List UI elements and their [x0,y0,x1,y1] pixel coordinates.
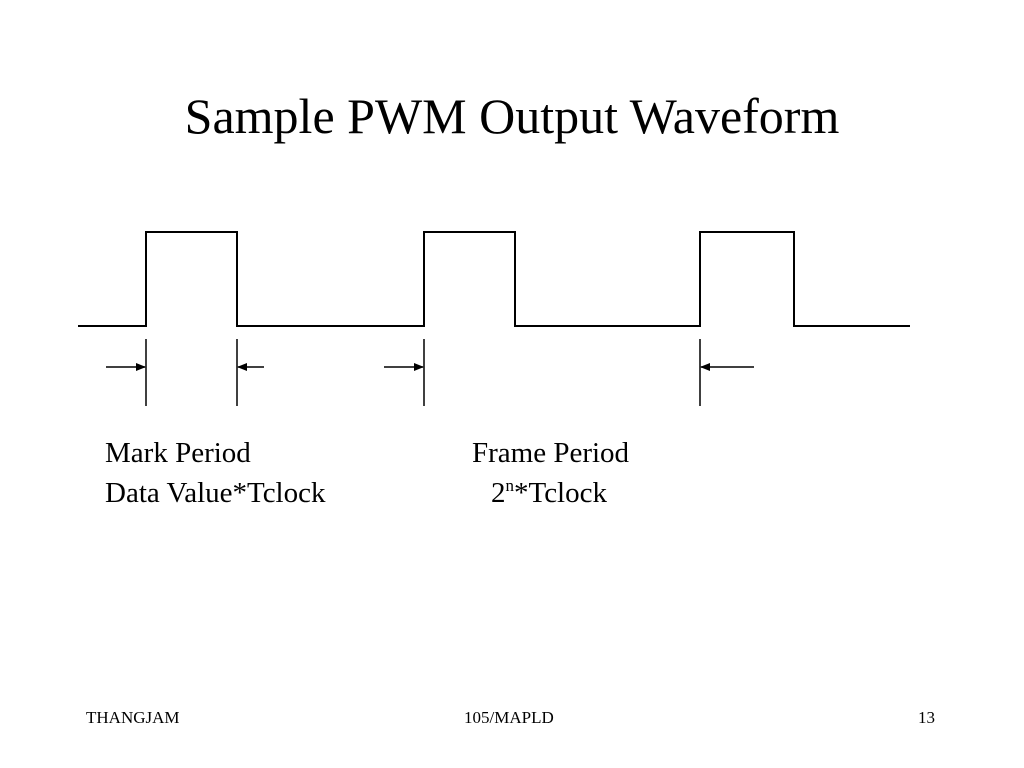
footer-event: 105/MAPLD [464,708,554,727]
slide-title: Sample PWM Output Waveform [184,88,840,144]
footer-author: THANGJAM [86,708,180,727]
footer-slide-number: 13 [918,708,935,727]
mark-period-formula: Data Value*Tclock [105,477,326,509]
frame-formula-rest: *Tclock [514,477,607,509]
frame-period-label: Frame Period [472,437,630,469]
mark-period-label: Mark Period [105,437,251,469]
frame-formula-exponent: n [505,476,515,495]
frame-period-formula: 2n*Tclock [491,476,607,510]
frame-formula-base: 2 [491,477,506,509]
pwm-square-wave [78,231,910,327]
